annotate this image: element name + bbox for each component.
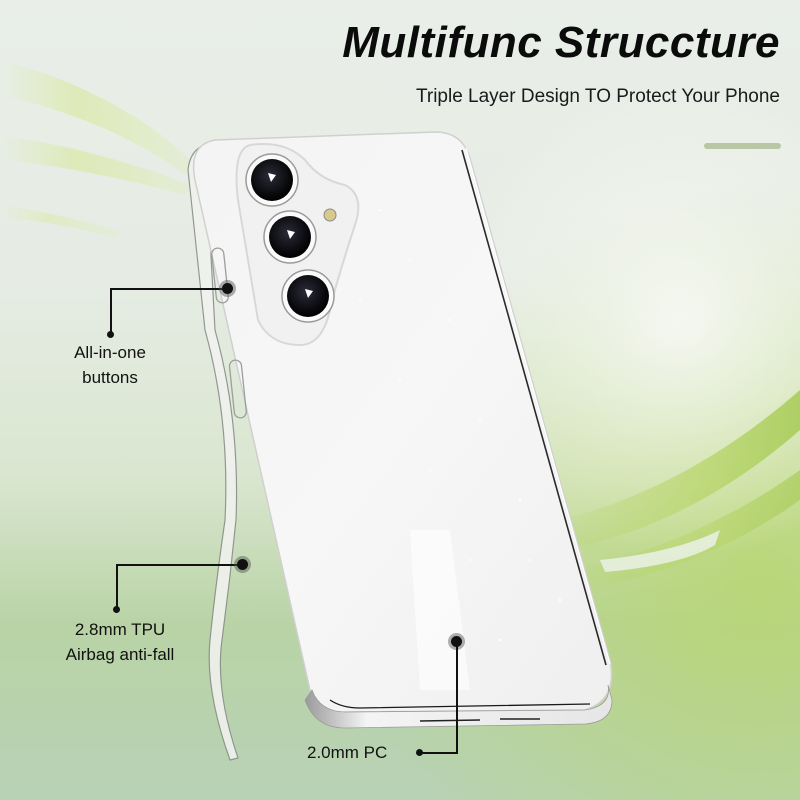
callout-anchor-icon [237,559,248,570]
page-title: Multifunc Struccture [342,18,780,67]
callout-line-tpu [116,564,242,566]
callout-line-buttons [111,288,229,290]
page-subtitle: Triple Layer Design TO Protect Your Phon… [415,86,780,107]
callout-line-pc [456,641,458,754]
callout-line-tpu [116,564,118,609]
side-button [211,247,229,304]
callout-dot-icon [416,749,423,756]
callout-line-buttons [110,288,112,335]
callout-dot-icon [113,606,120,613]
side-button [228,359,247,419]
callout-label-tpu: 2.8mm TPU Airbag anti-fall [65,620,175,664]
callout-line-pc [420,752,458,754]
callout-label-buttons: All-in-one buttons [74,343,146,387]
accent-bar [704,143,781,149]
flash-icon [323,208,337,222]
tpu-bumper [187,144,239,761]
callout-label-pc: 2.0mm PC [307,743,388,762]
callout-anchor-icon [222,283,233,294]
callout-dot-icon [107,331,114,338]
